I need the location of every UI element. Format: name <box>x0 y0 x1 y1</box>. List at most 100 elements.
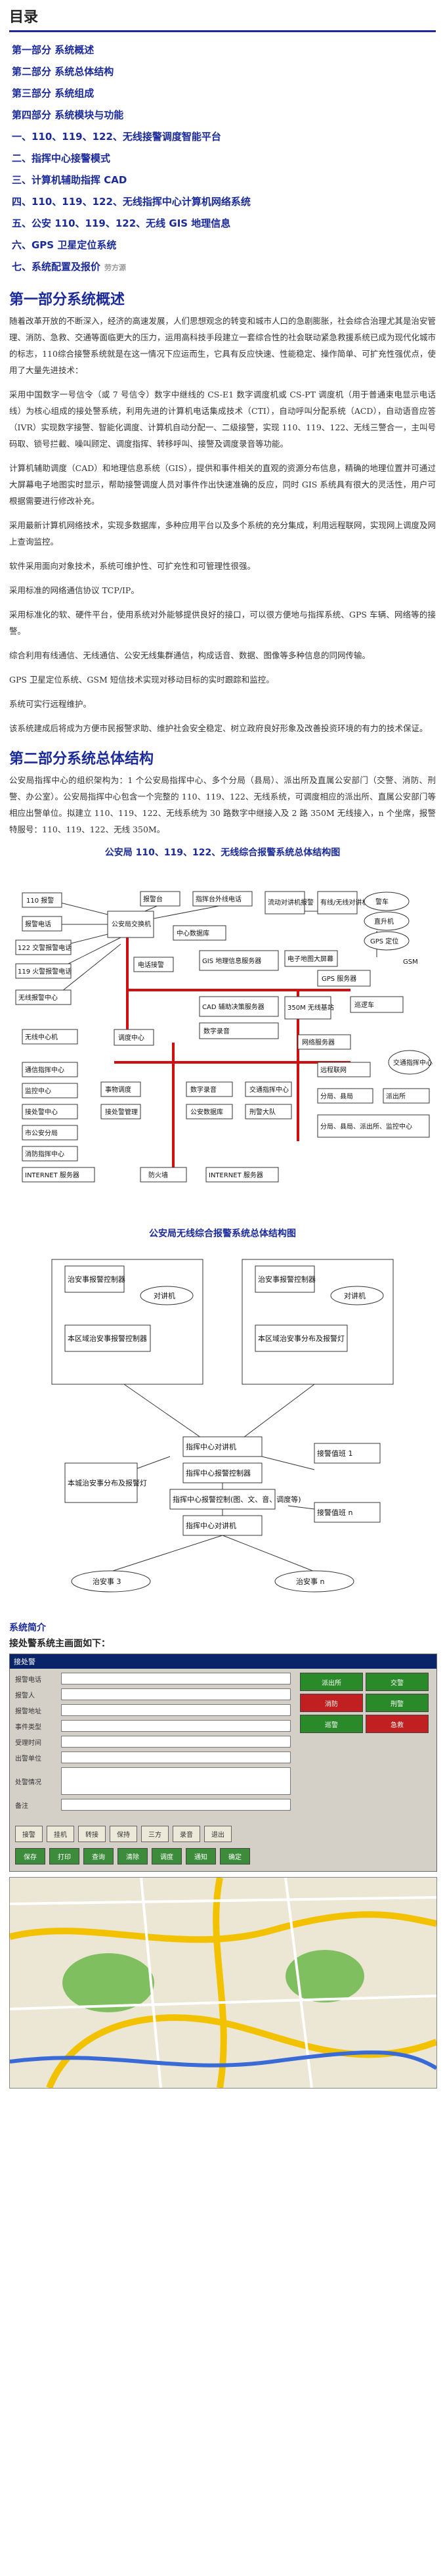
diagram-label: 警车 <box>375 897 389 906</box>
park-area <box>62 1953 154 2012</box>
diagram-label: GPS 定位 <box>370 937 398 945</box>
unit-button[interactable]: 刑警 <box>366 1694 429 1712</box>
call-button[interactable]: 接警 <box>15 1826 43 1842</box>
diagram-label: 直升机 <box>374 917 394 926</box>
diagram-label: 110 报警 <box>26 896 54 905</box>
call-button[interactable]: 三方 <box>141 1826 169 1842</box>
section-1-paragraph: 综合利用有线通信、无线通信、公安无线集群通信，构成话音、数据、图像等多种信息的同… <box>9 650 371 660</box>
field-input[interactable] <box>61 1704 291 1716</box>
section-2-title: 第二部分系统总体结构 <box>9 751 154 767</box>
call-button[interactable]: 转接 <box>78 1826 106 1842</box>
section-1-paragraph: 随着改革开放的不断深入，经济的高速发展，人们思想观念的转变和城市人口的急剧膨胀，… <box>9 316 436 375</box>
figure-1-title: 公安局 110、119、122、无线综合报警系统总体结构图 <box>104 847 341 858</box>
diagram-label: 指挥中心报警控制(图、文、音、调度等) <box>173 1495 301 1504</box>
diagram-label: 接处警中心 <box>25 1108 58 1116</box>
unit-button[interactable]: 巡警 <box>300 1715 363 1733</box>
bottom-button-row: 保存 打印 查询 清除 调度 通知 确定 <box>15 1848 250 1864</box>
field-input[interactable] <box>61 1673 291 1684</box>
field-input[interactable] <box>61 1799 291 1811</box>
section-1-paragraph: 采用最新计算机网络技术，实现多数据库，多种应用平台以及多个系统的充分集成，利用远… <box>9 520 436 547</box>
diagram-label: 对讲机 <box>344 1291 366 1300</box>
diagram-label: 本区域治安事报警控制器 <box>68 1334 147 1343</box>
park-area <box>286 1950 364 2002</box>
diagram-label: 指挥中心报警控制器 <box>186 1468 251 1478</box>
figure-2-diagram: 治安事报警控制器 对讲机 本区域治安事报警控制器 治安事报警控制器 对讲机 本区… <box>39 1246 406 1614</box>
diagram-label: 有线/无线对讲机 <box>320 898 368 907</box>
toc-item[interactable]: 第四部分 系统模块与功能 <box>12 109 124 121</box>
form-panel: 报警电话 报警人 报警地址 事件类型 受理时间 出警单位 处警情况 备注 <box>15 1673 291 1815</box>
field-input[interactable] <box>61 1720 291 1732</box>
diagram-label: 分局、县局、派出所、监控中心 <box>320 1122 412 1131</box>
diagram-label: 治安事报警控制器 <box>258 1275 316 1284</box>
form-row: 报警地址 <box>15 1704 291 1716</box>
section-1-paragraph: 采用标准化的软、硬件平台，使用系统对外能够提供良好的接口，可以很方便地与指挥系统… <box>9 610 436 636</box>
section-1-title: 第一部分系统概述 <box>9 292 125 308</box>
diagram-label: 事物调度 <box>105 1085 131 1094</box>
diagram-label: 防火墙 <box>148 1171 168 1179</box>
unit-button[interactable]: 急救 <box>366 1715 429 1733</box>
toc-header: 目录 <box>9 0 436 32</box>
toc-item[interactable]: 三、计算机辅助指挥 CAD <box>12 174 127 186</box>
toc-item[interactable]: 二、指挥中心接警模式 <box>12 152 111 164</box>
diagram-label: 调度中心 <box>118 1033 144 1042</box>
field-input[interactable] <box>61 1688 291 1700</box>
diagram-label: GSM <box>403 959 418 966</box>
action-button[interactable]: 查询 <box>83 1848 114 1864</box>
call-button[interactable]: 保持 <box>110 1826 137 1842</box>
diagram-label: 公安数据库 <box>190 1108 223 1116</box>
toc-item[interactable]: 第一部分 系统概述 <box>12 44 95 56</box>
diagram-label: 数字录音 <box>190 1085 217 1094</box>
toc-item[interactable]: 四、110、119、122、无线指挥中心计算机网络系统 <box>12 196 251 208</box>
diagram-label: 治安事报警控制器 <box>68 1275 125 1284</box>
diagram-label: 分局、县局 <box>320 1093 353 1100</box>
action-button[interactable]: 清除 <box>117 1848 148 1864</box>
action-button[interactable]: 打印 <box>49 1848 79 1864</box>
diagram-label: INTERNET 服务器 <box>25 1171 79 1179</box>
field-input[interactable] <box>61 1767 291 1795</box>
diagram-label: 电话接警 <box>138 960 164 969</box>
diagram-label: 治安事 n <box>296 1577 324 1586</box>
toc-item[interactable]: 一、110、119、122、无线接警调度智能平台 <box>12 131 221 143</box>
toc-item[interactable]: 第三部分 系统组成 <box>12 87 95 99</box>
toc-item[interactable]: 第二部分 系统总体结构 <box>12 66 114 78</box>
diagram-label: 公安局交换机 <box>112 920 151 928</box>
diagram-label: 350M 无线基站 <box>287 1003 334 1012</box>
unit-button[interactable]: 交警 <box>366 1673 429 1691</box>
unit-button[interactable]: 派出所 <box>300 1673 363 1691</box>
section-1-paragraph: 采用标准的网络通信协议 TCP/IP。 <box>9 585 139 595</box>
figure-2-title: 公安局无线综合报警系统总体结构图 <box>149 1229 296 1239</box>
diagram-label: 指挥台外线电话 <box>196 895 242 903</box>
diagram-label: 122 交警报警电话 <box>18 943 72 952</box>
diagram-label: 接警值班 n <box>317 1508 352 1517</box>
table-of-contents: 第一部分 系统概述 第二部分 系统总体结构 第三部分 系统组成 第四部分 系统模… <box>9 39 436 277</box>
call-button-row: 接警 挂机 转接 保持 三方 录音 退出 <box>15 1826 232 1842</box>
field-input[interactable] <box>61 1751 291 1763</box>
system-intro-subheading: 接处警系统主画面如下： <box>9 1638 110 1649</box>
diagram-label: 派出所 <box>386 1092 406 1100</box>
action-button[interactable]: 保存 <box>15 1848 45 1864</box>
dispatch-screen-window: 接处警 报警电话 报警人 报警地址 事件类型 受理时间 出警单位 处警情况 备注… <box>9 1654 437 1872</box>
action-button[interactable]: 确定 <box>220 1848 250 1864</box>
diagram-label: CAD 辅助决策服务器 <box>202 1003 265 1011</box>
diagram-label: 接处警管理 <box>105 1108 138 1116</box>
toc-item[interactable]: 五、公安 110、119、122、无线 GIS 地理信息 <box>12 217 231 229</box>
section-2-paragraph: 公安局指挥中心的组织架构为：1 个公安局指挥中心、多个分局（县局）、派出所及直属… <box>9 775 436 834</box>
action-button[interactable]: 通知 <box>186 1848 216 1864</box>
form-row: 事件类型 <box>15 1720 291 1732</box>
figure-1-diagram: 110 报警 报警电话 122 交警报警电话 119 火警报警电话 无线报警中心… <box>9 865 436 1220</box>
action-button[interactable]: 调度 <box>152 1848 182 1864</box>
call-button[interactable]: 挂机 <box>47 1826 74 1842</box>
call-button[interactable]: 退出 <box>204 1826 232 1842</box>
toc-item[interactable]: 七、系统配置及报价劳方源 <box>12 261 127 273</box>
toc-item[interactable]: 六、GPS 卫星定位系统 <box>12 239 117 251</box>
gis-map[interactable] <box>9 1877 437 2089</box>
section-1-paragraph: GPS 卫星定位系统、GSM 短信技术实现对移动目标的实时跟踪和监控。 <box>9 675 274 685</box>
diagram-label: 刑警大队 <box>249 1108 276 1116</box>
diagram-label: 本区域治安事分布及报警灯 <box>258 1334 345 1343</box>
diagram-label: 市公安分局 <box>25 1129 58 1137</box>
form-row: 受理时间 <box>15 1736 291 1748</box>
call-button[interactable]: 录音 <box>173 1826 200 1842</box>
diagram-label: 流动对讲机报警 <box>268 898 314 907</box>
unit-button[interactable]: 消防 <box>300 1694 363 1712</box>
field-input[interactable] <box>61 1736 291 1748</box>
